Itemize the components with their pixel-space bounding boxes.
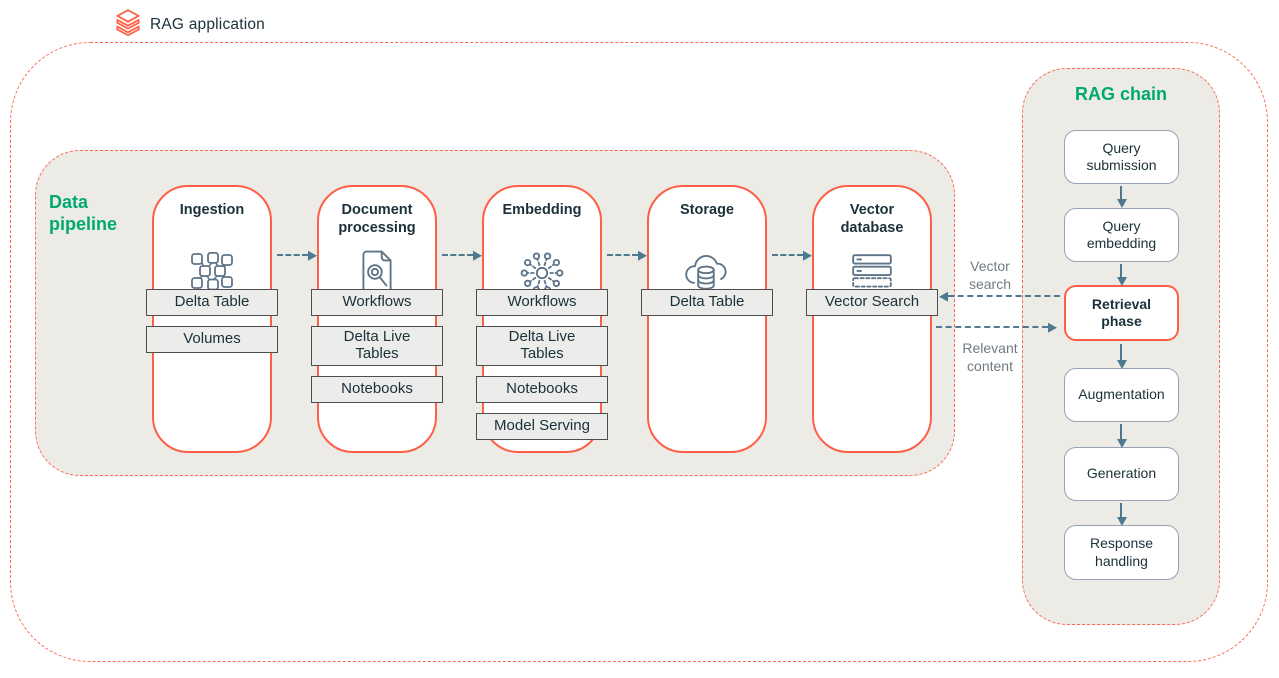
relevant-content-label: Relevant content: [962, 340, 1018, 375]
server-stack-icon: [849, 244, 895, 302]
chip-vector-search: Vector Search: [806, 289, 938, 316]
chip-workflows: Workflows: [476, 289, 608, 316]
stage-title: Ingestion: [179, 202, 245, 218]
chain-step-query-submission: Query submission: [1064, 130, 1179, 184]
stage-card-document-processing: Document processing: [317, 185, 437, 453]
stage-title: Embedding: [502, 202, 582, 218]
chip-workflows: Workflows: [311, 289, 443, 316]
arrow-processing-to-embedding: [442, 254, 473, 256]
rag-application-boundary: [10, 42, 1268, 662]
chain-step-augmentation: Augmentation: [1064, 368, 1179, 422]
arrow-relevant-content: [936, 326, 1048, 328]
chip-notebooks: Notebooks: [311, 376, 443, 403]
stage-title: Document processing: [338, 202, 416, 236]
chip-volumes: Volumes: [146, 326, 278, 353]
rag-chain-title: RAG chain: [1074, 84, 1167, 104]
stage-card-storage: Storage: [647, 185, 767, 453]
chip-delta-table: Delta Table: [641, 289, 773, 316]
arrow-storage-to-vectordb: [772, 254, 803, 256]
chain-step-response-handling: Response handling: [1064, 525, 1179, 580]
chip-delta-live-tables: Delta Live Tables: [311, 326, 443, 366]
arrow-ingestion-to-processing: [277, 254, 308, 256]
chain-step-generation: Generation: [1064, 447, 1179, 501]
stage-title: Storage: [680, 202, 734, 218]
chip-model-serving: Model Serving: [476, 413, 608, 440]
stage-card-embedding: Embedding: [482, 185, 602, 453]
databricks-logo-icon: [116, 9, 140, 37]
stage-card-vector-database: Vector database: [812, 185, 932, 453]
stage-card-ingestion: Ingestion: [152, 185, 272, 453]
stage-title: Vector database: [840, 202, 904, 236]
chain-step-retrieval-phase: Retrieval phase: [1064, 285, 1179, 341]
arrow-retrieval-to-augmentation: [1120, 344, 1122, 360]
chip-delta-live-tables: Delta Live Tables: [476, 326, 608, 366]
arrow-vector-search-request: [948, 295, 1060, 297]
arrow-submission-to-embedding: [1120, 186, 1122, 199]
arrow-generation-to-response: [1120, 503, 1122, 517]
chain-step-query-embedding: Query embedding: [1064, 208, 1179, 262]
vector-search-label: Vector search: [968, 258, 1012, 293]
cloud-database-icon: [680, 244, 734, 302]
arrow-embedding-to-storage: [607, 254, 638, 256]
chip-notebooks: Notebooks: [476, 376, 608, 403]
chip-delta-table: Delta Table: [146, 289, 278, 316]
app-title: RAG application: [150, 16, 266, 33]
grid-nodes-icon: [188, 244, 236, 302]
data-pipeline-title: Data pipeline: [49, 192, 118, 234]
arrow-embedding-to-retrieval: [1120, 264, 1122, 277]
arrow-augmentation-to-generation: [1120, 424, 1122, 439]
